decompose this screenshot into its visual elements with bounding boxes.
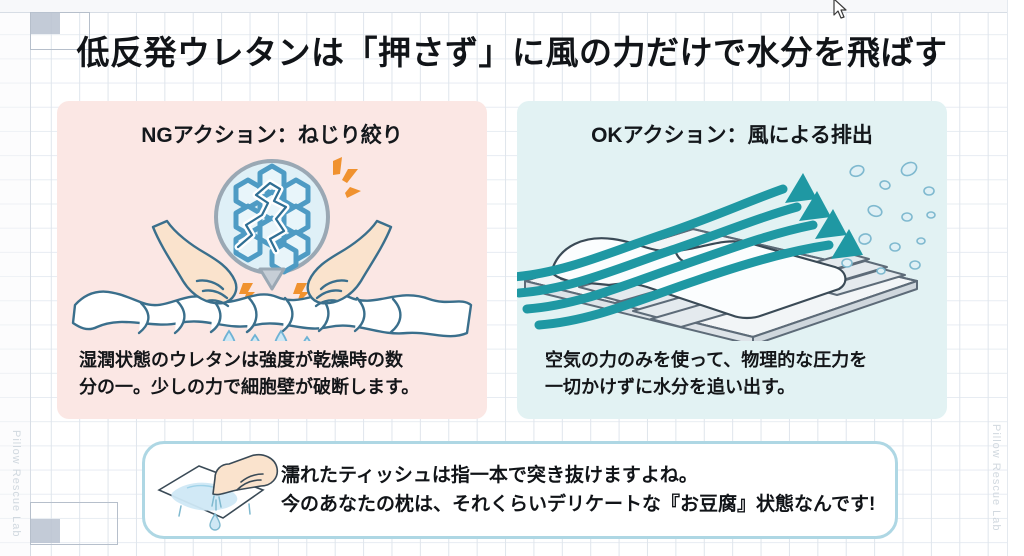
panel-ng-caption: 湿潤状態のウレタンは強度が乾燥時の数 分の一。少しの力で細胞壁が破断します。 [79, 347, 469, 401]
panel-ok-heading: OKアクション：風による排出 [591, 124, 873, 147]
panel-ok-caption-line2: 一切かけずに水分を追い出す。 [545, 377, 796, 397]
callout-text: 濡れたティッシュは指一本で突き抜けますよね。 今のあなたの枕は、それくらいデリケ… [281, 461, 895, 520]
callout-line1: 濡れたティッシュは指一本で突き抜けますよね。 [281, 464, 698, 486]
bottom-callout: 濡れたティッシュは指一本で突き抜けますよね。 今のあなたの枕は、それくらいデリケ… [142, 441, 898, 539]
airflow-arrow-icon [785, 173, 863, 259]
watermark-right: Pillow Rescue Lab [990, 424, 1002, 532]
watermark-left: Pillow Rescue Lab [10, 430, 22, 538]
panel-ng-action: NGアクション：ねじり絞り [57, 101, 487, 419]
finger-poking-wet-tissue-illustration [157, 453, 279, 531]
impact-flash-icon [333, 157, 361, 198]
spreadsheet-row-gutter [0, 0, 31, 556]
moisture-particle-icon [841, 161, 936, 275]
panel-ng-heading: NGアクション：ねじり絞り [141, 124, 403, 147]
spreadsheet-selection-outline-bottom[interactable] [30, 502, 118, 545]
water-droplet-icon [209, 512, 221, 531]
spreadsheet-active-cell-top[interactable] [31, 12, 60, 34]
spreadsheet-selection-outline-top[interactable] [30, 12, 90, 50]
water-droplet-icon [222, 329, 311, 341]
panel-ng-caption-line1: 湿潤状態のウレタンは強度が乾燥時の数 [79, 350, 403, 370]
pillow-on-drying-rack-with-airflow-illustration [517, 161, 936, 341]
panel-ok-action: OKアクション：風による排出 [517, 101, 947, 419]
panel-ng-caption-line2: 分の一。少しの力で細胞壁が破断します。 [79, 377, 420, 397]
panel-ok-caption-line1: 空気の力のみを使って、物理的な圧力を [545, 350, 868, 370]
mouse-cursor-icon [833, 0, 847, 19]
page-title: 低反発ウレタンは「押さず」に風の力だけで水分を飛ばす [76, 34, 948, 71]
panel-ok-caption: 空気の力のみを使って、物理的な圧力を 一切かけずに水分を追い出す。 [545, 347, 929, 401]
spreadsheet-active-cell-bottom[interactable] [31, 519, 60, 543]
spreadsheet-right-margin [1007, 0, 1024, 556]
callout-line2: 今のあなたの枕は、それくらいデリケートな『お豆腐』状態なんです! [281, 494, 876, 515]
spreadsheet-column-header-row [0, 0, 1024, 13]
hands-wringing-towel-with-cell-magnifier-illustration [71, 157, 473, 341]
